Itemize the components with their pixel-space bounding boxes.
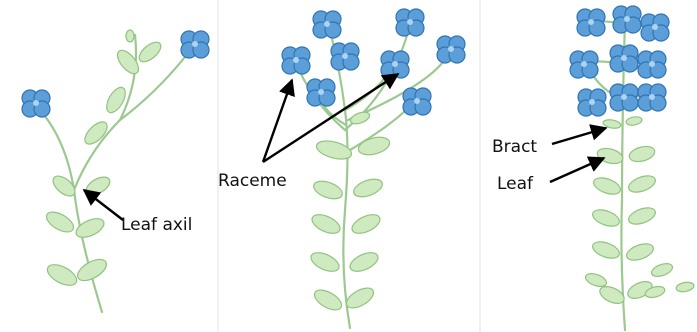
stem-middle-main	[330, 30, 350, 328]
leaf	[650, 261, 674, 279]
flower	[396, 9, 424, 36]
flower-center	[652, 24, 658, 30]
flower-center	[649, 94, 655, 100]
leaf	[343, 284, 376, 312]
flower-center	[624, 16, 630, 22]
flower	[641, 14, 669, 41]
flower	[613, 6, 641, 33]
leaf	[44, 260, 80, 289]
flower-center	[414, 98, 420, 104]
flower	[313, 11, 341, 38]
flower	[282, 47, 310, 74]
flower-center	[318, 89, 324, 95]
bract	[625, 116, 642, 127]
leaf	[626, 205, 657, 228]
flower	[307, 79, 335, 106]
leaf-bud	[126, 30, 134, 42]
leaf	[591, 175, 622, 198]
leaf	[309, 211, 343, 237]
flower	[403, 88, 431, 115]
leaf	[356, 134, 391, 158]
leaf	[83, 173, 113, 198]
flower-center	[33, 100, 39, 106]
leaf	[311, 286, 344, 314]
leaf	[351, 176, 384, 200]
flower	[570, 51, 598, 78]
leaf	[43, 208, 76, 236]
leaf	[590, 207, 621, 230]
leaf	[81, 118, 111, 148]
leaf	[626, 173, 657, 196]
leaf	[136, 39, 164, 66]
leaf	[308, 249, 342, 275]
leaf	[114, 47, 143, 77]
flower-center	[649, 61, 655, 67]
flower	[638, 51, 666, 78]
flower	[638, 84, 666, 111]
flower	[381, 51, 409, 78]
leaf	[590, 239, 621, 262]
flower-center	[448, 46, 454, 52]
leaf	[628, 144, 657, 164]
leaf	[349, 211, 383, 237]
label-leaf: Leaf	[497, 174, 534, 194]
flower	[331, 43, 359, 70]
leaf	[596, 146, 625, 166]
flower-center	[392, 61, 398, 67]
flower-center	[407, 19, 413, 25]
flower-center	[192, 41, 198, 47]
arrow-raceme-left	[263, 80, 292, 162]
flower	[437, 36, 465, 63]
leaf	[584, 271, 608, 289]
leaf	[675, 281, 694, 293]
flower-center	[342, 53, 348, 59]
leaf	[624, 241, 655, 264]
arrow-leaf-axil	[84, 190, 123, 220]
flower-center	[588, 19, 594, 25]
flower	[610, 45, 638, 72]
flower-center	[324, 21, 330, 27]
flower-center	[621, 55, 627, 61]
flower-center	[293, 57, 299, 63]
label-bract: Bract	[492, 137, 537, 157]
flower	[577, 9, 605, 36]
leaf	[349, 110, 371, 126]
flower-center	[581, 61, 587, 67]
label-raceme: Raceme	[218, 171, 287, 191]
leaf	[347, 249, 381, 275]
flower-center	[621, 94, 627, 100]
leaf	[311, 178, 344, 202]
flower	[610, 84, 638, 111]
flower-center	[589, 99, 595, 105]
label-leaf-axil: Leaf axil	[121, 215, 192, 235]
arrow-bract	[552, 128, 606, 144]
flower	[22, 90, 50, 117]
flower	[578, 89, 606, 116]
flower	[181, 31, 209, 58]
